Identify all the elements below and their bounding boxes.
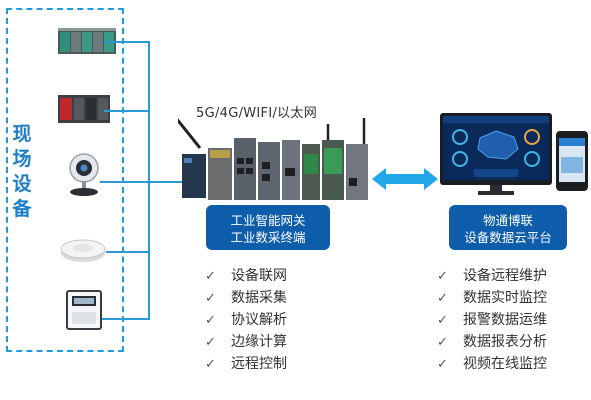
- platform-feature-item: ✓ 设备远程维护: [437, 265, 547, 287]
- platform-box-line2: 设备数据云平台: [464, 230, 552, 245]
- gateway-box-line2: 工业数采终端: [230, 230, 306, 245]
- check-icon: ✓: [205, 313, 216, 328]
- field-label-char: 现: [12, 123, 32, 145]
- gateway-feature-item-label: 远程控制: [231, 356, 287, 372]
- cloud-platform-screens-icon: [440, 113, 588, 195]
- field-label-char: 场: [12, 148, 32, 170]
- platform-feature-item: ✓ 数据实时监控: [437, 287, 547, 309]
- check-icon: ✓: [205, 335, 216, 350]
- gateway-feature-item: ✓ 数据采集: [205, 287, 287, 309]
- check-icon: ✓: [437, 313, 448, 328]
- connector-webcam: [100, 181, 150, 183]
- check-icon: ✓: [437, 335, 448, 350]
- field-label-char: 备: [12, 198, 32, 220]
- check-icon: ✓: [205, 357, 216, 372]
- connector-bus: [148, 41, 150, 320]
- bidirectional-arrow-icon: [372, 168, 438, 190]
- field-devices-frame: [6, 8, 124, 352]
- gateway-box-line1: 工业智能网关: [230, 213, 306, 228]
- check-icon: ✓: [437, 291, 448, 306]
- gateway-feature-item-label: 数据采集: [231, 290, 287, 306]
- platform-feature-item-label: 数据实时监控: [463, 290, 547, 306]
- platform-feature-item-label: 报警数据运维: [463, 312, 547, 328]
- field-devices-label: 现场设备: [8, 122, 36, 222]
- gateway-box: 工业智能网关 工业数采终端: [206, 205, 330, 250]
- plc-module-icon: [58, 95, 110, 123]
- platform-feature-item: ✓ 报警数据运维: [437, 309, 547, 331]
- connector-to-gateway: [148, 181, 184, 183]
- platform-feature-item: ✓ 数据报表分析: [437, 331, 547, 353]
- gateway-feature-item-label: 设备联网: [231, 268, 287, 284]
- platform-feature-item-label: 视频在线监控: [463, 356, 547, 372]
- check-icon: ✓: [205, 291, 216, 306]
- webcam-icon: [69, 153, 99, 196]
- check-icon: ✓: [437, 269, 448, 284]
- field-label-char: 设: [12, 173, 32, 195]
- electric-meter-icon: [66, 290, 102, 330]
- gateway-feature-item: ✓ 远程控制: [205, 353, 287, 375]
- gateway-feature-list: ✓ 设备联网 ✓ 数据采集 ✓ 协议解析 ✓ 边缘计算 ✓ 远程控制: [205, 265, 287, 375]
- gateway-feature-item-label: 边缘计算: [231, 334, 287, 350]
- check-icon: ✓: [437, 357, 448, 372]
- smoke-detector-icon: [60, 239, 106, 262]
- field-devices-label-text: 现场设备: [8, 122, 36, 222]
- gateway-feature-item: ✓ 设备联网: [205, 265, 287, 287]
- platform-feature-list: ✓ 设备远程维护 ✓ 数据实时监控 ✓ 报警数据运维 ✓ 数据报表分析 ✓ 视频在线监控: [437, 265, 547, 375]
- platform-feature-item: ✓ 视频在线监控: [437, 353, 547, 375]
- gateway-feature-item-label: 协议解析: [231, 312, 287, 328]
- connector-plc-rack: [104, 41, 150, 43]
- platform-feature-item-label: 设备远程维护: [463, 268, 547, 284]
- connector-smoke-detector: [106, 251, 150, 253]
- gateway-feature-item: ✓ 边缘计算: [205, 331, 287, 353]
- network-label: 5G/4G/WIFI/以太网: [196, 106, 318, 121]
- gateway-feature-item: ✓ 协议解析: [205, 309, 287, 331]
- gateway-devices-icon: [178, 118, 368, 200]
- platform-box-line1: 物通博联: [482, 213, 533, 228]
- check-icon: ✓: [205, 269, 216, 284]
- connector-meter: [102, 318, 150, 320]
- platform-box: 物通博联 设备数据云平台: [449, 205, 567, 250]
- platform-feature-item-label: 数据报表分析: [463, 334, 547, 350]
- connector-plc-module: [104, 110, 150, 112]
